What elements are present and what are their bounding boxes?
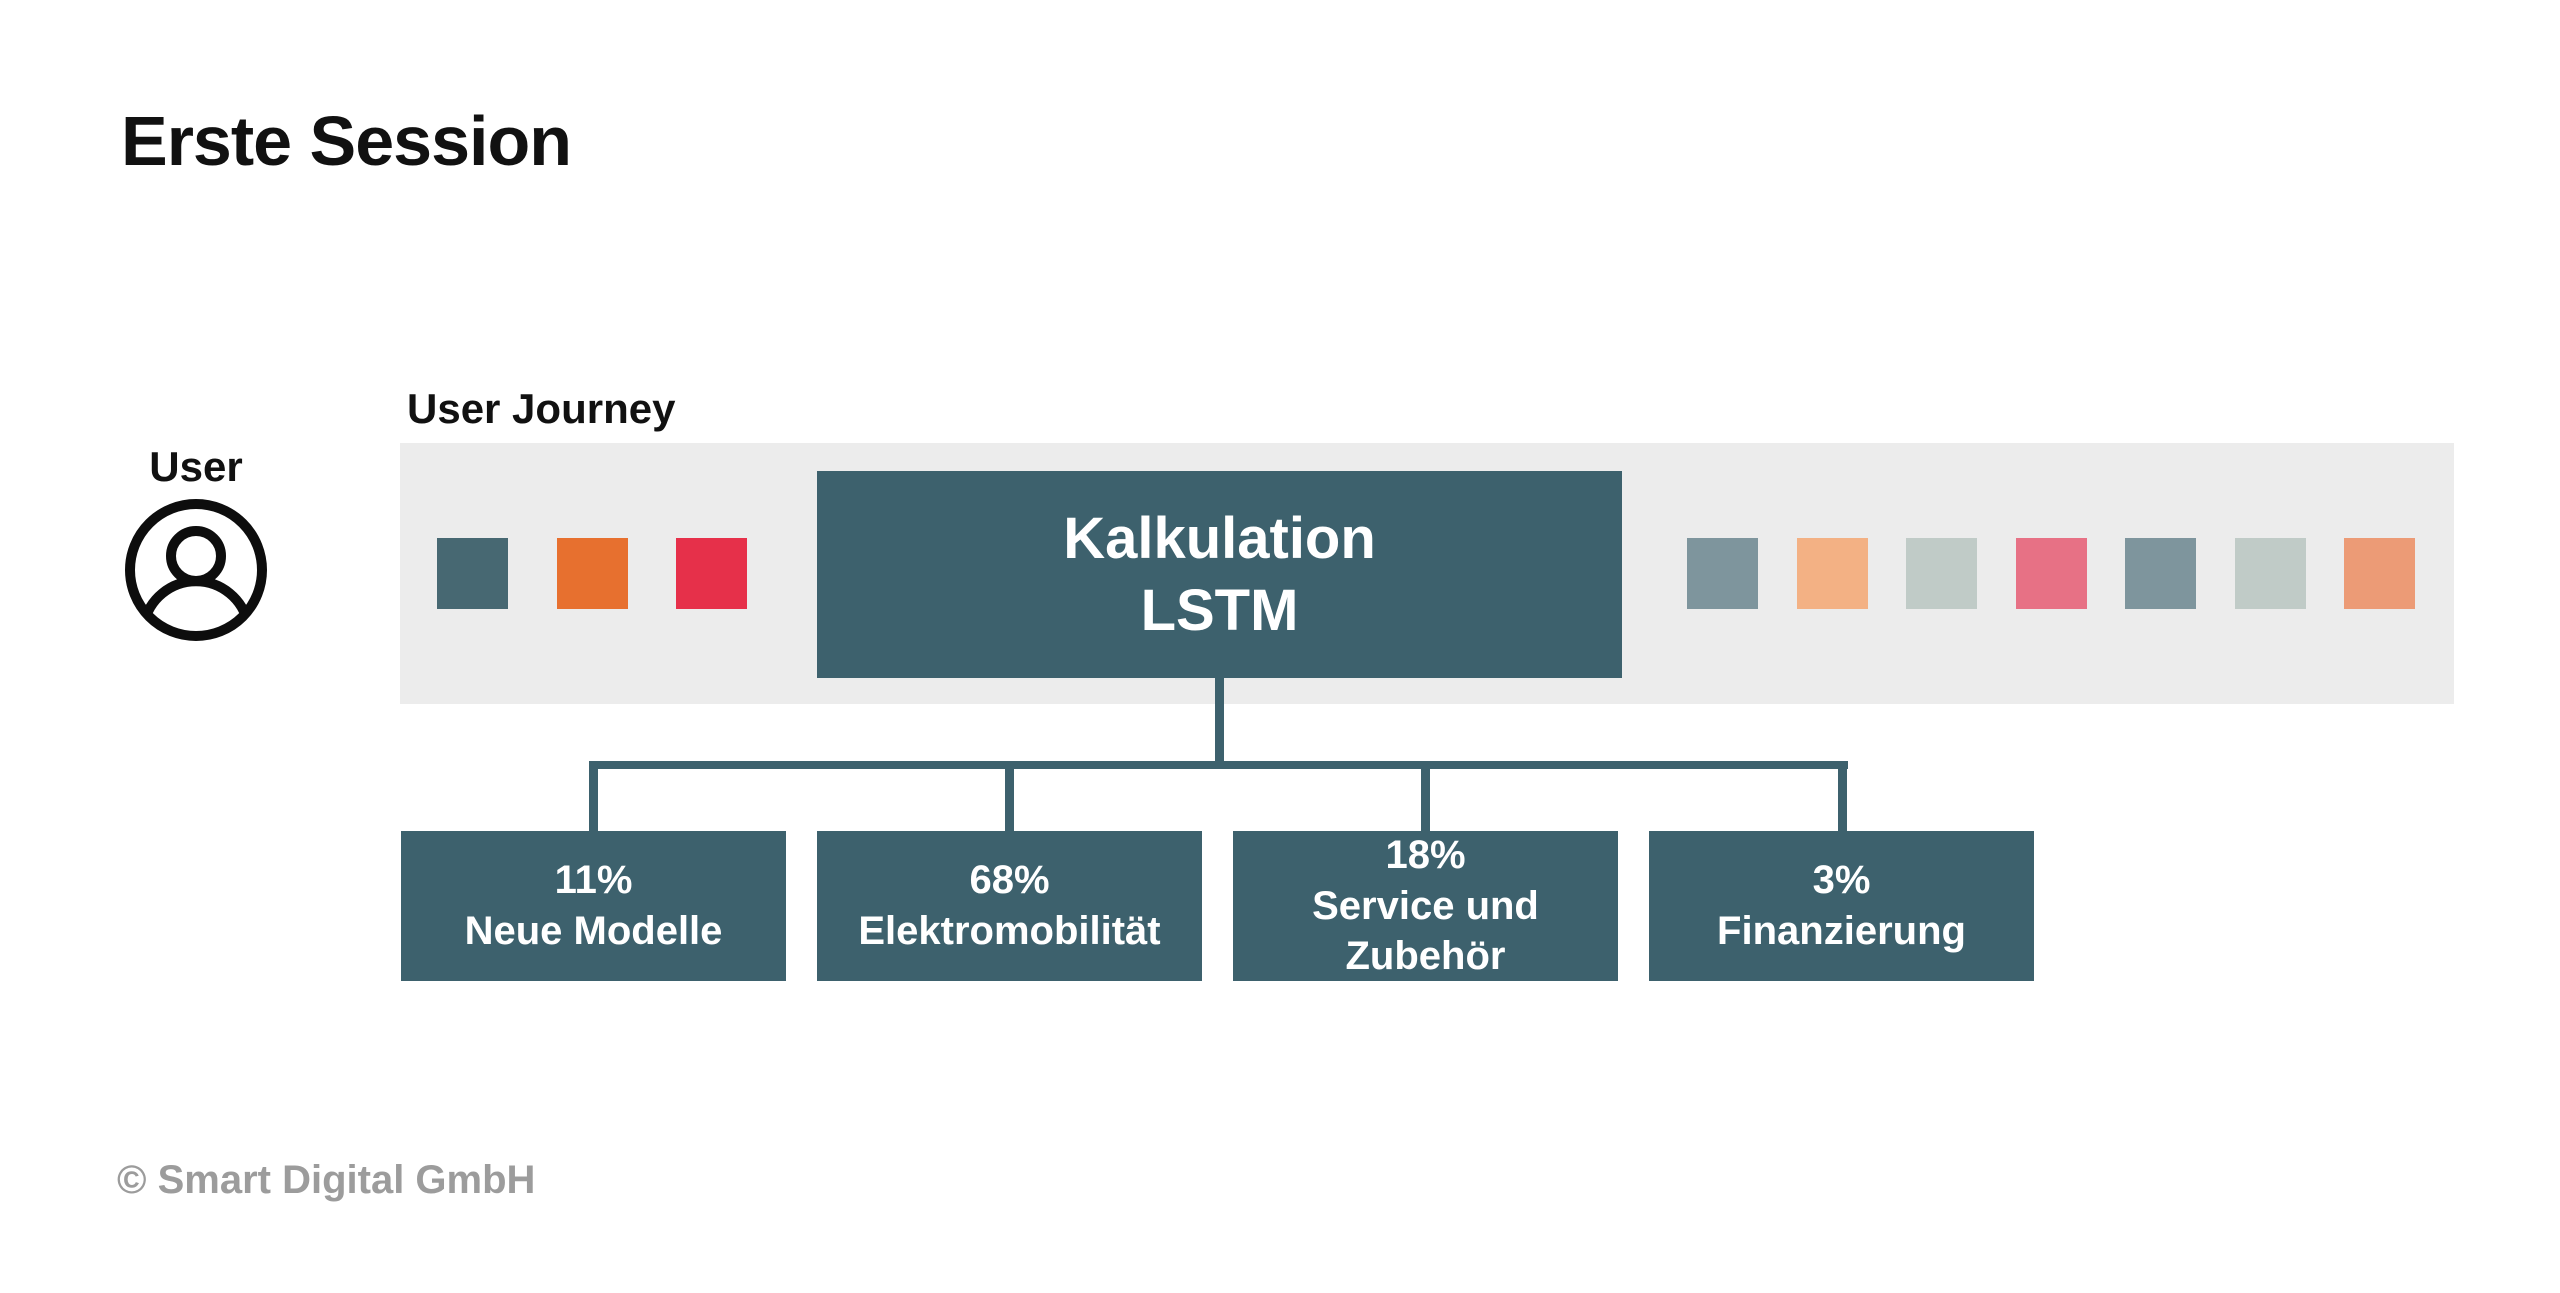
connector-drop	[1421, 769, 1430, 831]
journey-step-square	[676, 538, 747, 609]
connector-rail	[589, 761, 1848, 769]
breakdown-box-service-und-zubehoer: 18% Service und Zubehör	[1233, 831, 1618, 981]
journey-label: User Journey	[407, 385, 676, 432]
journey-step-square	[1687, 538, 1758, 609]
journey-step-square	[1797, 538, 1868, 609]
journey-step-square	[2344, 538, 2415, 609]
breakdown-percent: 18%	[1385, 832, 1466, 877]
main-node-line2: LSTM	[1140, 577, 1299, 643]
breakdown-box-elektromobilitaet: 68% Elektromobilität	[817, 831, 1202, 981]
breakdown-label: Finanzierung	[1717, 909, 1966, 953]
footer-copyright: © Smart Digital GmbH	[117, 1158, 536, 1202]
breakdown-percent: 68%	[969, 858, 1050, 903]
journey-step-square	[437, 538, 508, 609]
connector-stem	[1215, 678, 1224, 769]
journey-step-square	[1906, 538, 1977, 609]
journey-step-square	[2235, 538, 2306, 609]
main-node-line1: Kalkulation	[1063, 505, 1376, 571]
breakdown-label: Neue Modelle	[464, 909, 723, 953]
breakdown-label: Elektromobilität	[858, 909, 1161, 953]
breakdown-box-neue-modelle: 11% Neue Modelle	[401, 831, 786, 981]
connector-drop	[1005, 769, 1014, 831]
user-label: User	[149, 443, 243, 490]
connector-drop	[589, 769, 598, 831]
breakdown-percent: 11%	[554, 858, 633, 903]
breakdown-box-finanzierung: 3% Finanzierung	[1649, 831, 2034, 981]
journey-step-square	[557, 538, 628, 609]
journey-step-square	[2125, 538, 2196, 609]
connector-drop	[1838, 769, 1847, 831]
breakdown-percent: 3%	[1812, 858, 1871, 903]
page-title: Erste Session	[121, 102, 572, 180]
breakdown-label: Service und Zubehör	[1312, 883, 1539, 979]
main-node-kalkulation-lstm: Kalkulation LSTM	[817, 471, 1622, 678]
user-circle-icon	[124, 498, 268, 642]
journey-step-square	[2016, 538, 2087, 609]
